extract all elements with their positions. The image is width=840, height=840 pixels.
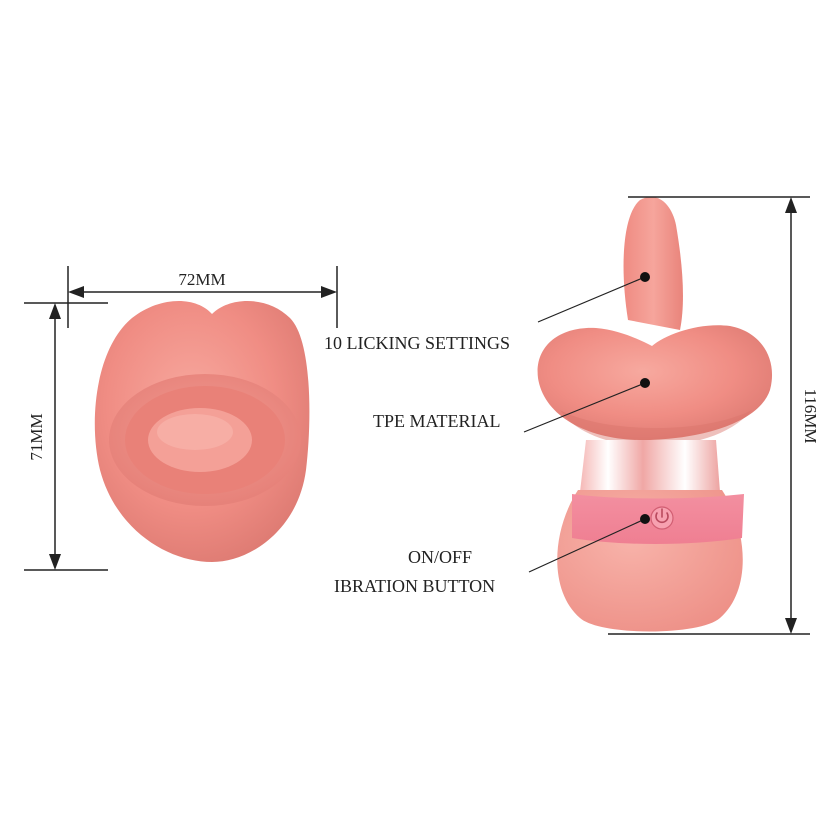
power-icon bbox=[655, 508, 669, 524]
callout-label-material: TPE MATERIAL bbox=[373, 411, 501, 431]
callout-leader-licking bbox=[537, 276, 646, 323]
callout-label-licking: 10 LICKING SETTINGS bbox=[324, 333, 510, 353]
tongue-highlight bbox=[157, 414, 233, 450]
callout-dot-button bbox=[640, 514, 650, 524]
height-label-left: 71MM bbox=[27, 413, 46, 460]
right-product-view bbox=[537, 196, 773, 632]
callout-licking: 10 LICKING SETTINGS bbox=[324, 272, 650, 353]
arrow-left-icon bbox=[68, 286, 84, 298]
lips-head-shade bbox=[560, 410, 752, 446]
callout-leader-material bbox=[523, 382, 646, 433]
left-product-view bbox=[94, 300, 310, 562]
arrow-up-right-icon bbox=[785, 197, 797, 213]
arrow-right-icon bbox=[321, 286, 337, 298]
arrow-up-icon bbox=[49, 303, 61, 319]
callout-label-button-line1: ON/OFF bbox=[408, 547, 472, 567]
height-label-right: 116MM bbox=[801, 388, 820, 443]
height-dimension-left: 71MM bbox=[24, 302, 108, 571]
callout-label-button-line2: IBRATION BUTTON bbox=[334, 576, 495, 596]
tongue-shape bbox=[623, 196, 683, 330]
arrow-down-right-icon bbox=[785, 618, 797, 634]
callout-dot-material bbox=[640, 378, 650, 388]
callout-material: TPE MATERIAL bbox=[373, 378, 650, 433]
width-dimension: 72MM bbox=[67, 266, 338, 328]
callout-button: ON/OFF IBRATION BUTTON bbox=[334, 514, 650, 596]
width-label: 72MM bbox=[178, 270, 225, 289]
height-dimension-right: 116MM bbox=[608, 196, 820, 635]
chrome-ring bbox=[580, 440, 720, 492]
callout-leader-button bbox=[528, 518, 646, 573]
arrow-down-icon bbox=[49, 554, 61, 570]
callout-dot-licking bbox=[640, 272, 650, 282]
power-button[interactable] bbox=[650, 506, 674, 530]
lips-head-shape bbox=[537, 325, 773, 441]
